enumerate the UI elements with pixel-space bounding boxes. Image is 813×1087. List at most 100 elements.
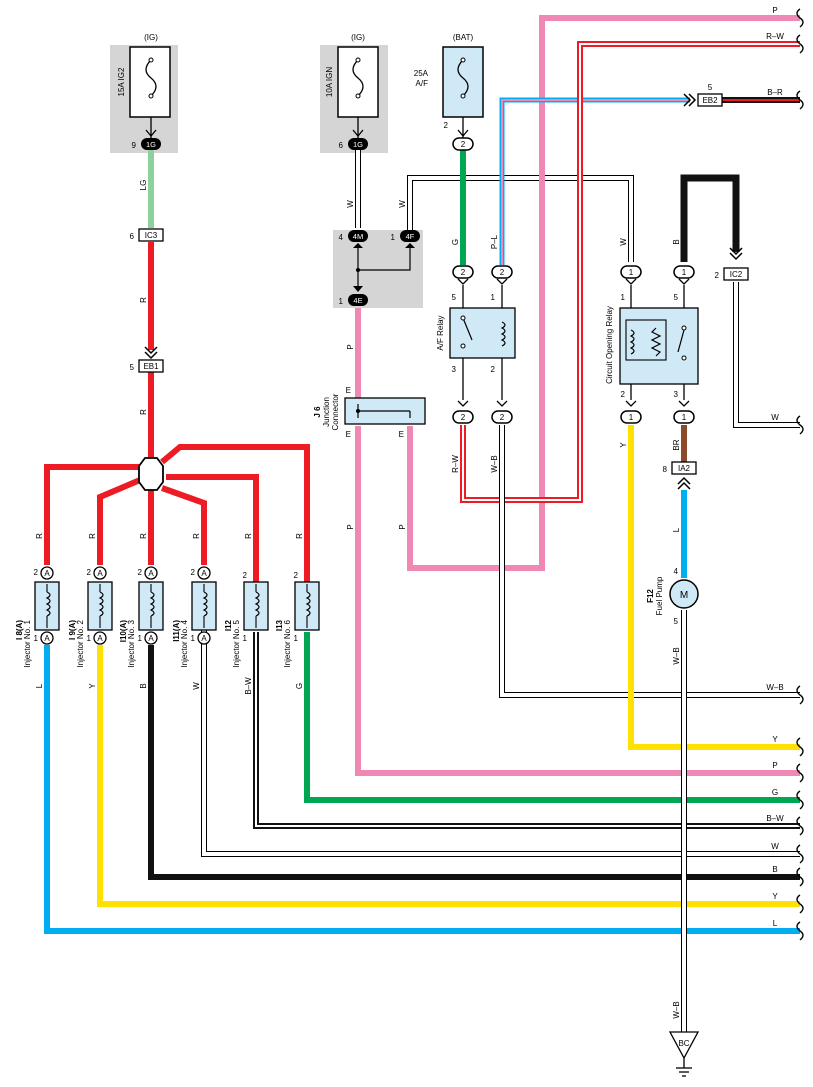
wire-w-4f-outline	[407, 175, 634, 262]
injector-5-pin-2: 2	[243, 571, 248, 580]
edge-terminator-1	[796, 8, 804, 28]
edge-terminator-6	[796, 737, 804, 757]
junction-block-bg	[333, 230, 423, 308]
junction-connector-j6: E E E J 6 Junction Connector	[313, 386, 426, 439]
wire-labels: LG R R R R R R R R W W G P–L W B P P P R…	[35, 6, 784, 1019]
pump-pin-5: 5	[674, 617, 679, 626]
lbl-w-4f: W	[398, 200, 407, 208]
injector-3-plug-bottom-label: A	[148, 634, 154, 643]
j6-name-1: Junction	[322, 397, 331, 427]
edge-lbl-rw: R–W	[766, 32, 784, 41]
wire-y-cor	[628, 425, 800, 750]
wire-w-ic2-outline	[733, 282, 800, 428]
plug-1g-b: 1G 6	[339, 129, 368, 150]
fuel-pump-f12: 4 M 5 F12 Fuel Pump	[646, 567, 699, 626]
lbl-r-inj2: R	[88, 533, 97, 539]
pin-8-ia2: 8	[663, 465, 668, 474]
af-plug-top-right: 2	[500, 268, 505, 277]
wire-r-inj4	[160, 485, 207, 565]
af-relay: 2 2 5 1 3 2 2 2 A/F Relay	[436, 265, 516, 424]
injector-1-plug-bottom-label: A	[44, 634, 50, 643]
jb-link-2	[358, 246, 411, 271]
injector-3-plug-bottom	[144, 631, 158, 645]
cor-label: Circuit Opening Relay	[605, 306, 614, 384]
plug-4m-label: 4M	[353, 232, 363, 241]
lbl-g-af: G	[451, 239, 460, 245]
lbl-g-inj6: G	[295, 683, 304, 689]
injector-4-plug-bottom-label: A	[201, 634, 207, 643]
plug-4e: 4E 1	[339, 286, 368, 306]
ic3-label: IC3	[145, 231, 158, 240]
cor-plug-bottom-right: 1	[682, 413, 687, 422]
edge-lbl-y-1: Y	[772, 735, 778, 744]
edge-lbl-p-top: P	[772, 6, 777, 15]
power-ig-2: (IG)	[351, 33, 365, 42]
wire-r-inj6	[160, 444, 310, 582]
lbl-r-inj3: R	[139, 533, 148, 539]
lbl-wb-af: W–B	[490, 455, 499, 472]
wire-pl-outline	[499, 97, 690, 265]
eb2-label: EB2	[702, 96, 718, 105]
lbl-p-j6-left: P	[346, 524, 355, 529]
lbl-b-inj3: B	[139, 683, 148, 688]
injector-4-plug-bottom	[197, 631, 211, 645]
af-plug-top-left: 2	[461, 268, 466, 277]
injector-2-plug-bottom	[93, 631, 107, 645]
wire-w-fill	[202, 630, 800, 856]
af-plug-bottom-left: 2	[461, 413, 466, 422]
edge-terminator-13	[796, 921, 804, 941]
edge-lbl-b: B	[772, 865, 777, 874]
plug-4f: 4F 1	[391, 230, 420, 248]
lbl-w-ign: W	[346, 200, 355, 208]
pump-name: Fuel Pump	[655, 576, 664, 615]
pin-1-4f: 1	[391, 233, 396, 242]
fuse-af: 25A A/F	[414, 46, 484, 140]
edge-lbl-y-2: Y	[772, 892, 778, 901]
pin-4: 4	[339, 233, 344, 242]
lbl-lg: LG	[139, 180, 148, 191]
edge-terminator-11	[796, 867, 804, 887]
edge-lbl-l: L	[773, 919, 778, 928]
jb-node	[356, 268, 360, 272]
j6-pin-e-bl: E	[346, 430, 351, 439]
lbl-p-4e: P	[346, 344, 355, 349]
wire-bw-stripe	[255, 632, 800, 827]
injector-3-pin-1: 1	[138, 634, 143, 643]
cor-pin-5: 5	[674, 293, 679, 302]
power-ig-1: (IG)	[144, 33, 158, 42]
lbl-r-inj4: R	[192, 533, 201, 539]
wire-w-4f-fill	[408, 176, 633, 262]
eb1-label: EB1	[143, 362, 159, 371]
edge-lbl-w-1: W	[771, 413, 779, 422]
edge-terminator-8	[796, 790, 804, 810]
edge-lbl-w-2: W	[771, 842, 779, 851]
wire-p-top	[407, 15, 800, 571]
injector-2-name: Injector No. 2	[76, 619, 85, 667]
plug-1g-a-label: 1G	[146, 140, 156, 149]
connector-eb1: EB1 5	[130, 346, 164, 373]
edge-terminator-5	[796, 685, 804, 705]
injector-5-id: I12	[224, 619, 233, 631]
plug-bat-2: 2 2	[444, 121, 474, 151]
injector-1-id: I 8(A)	[15, 620, 24, 640]
j6-pin-e-br: E	[399, 430, 404, 439]
connector-ic3: IC3 6	[130, 228, 164, 242]
splice-junction	[138, 457, 164, 491]
wire-rw-stripe	[462, 43, 800, 501]
injector-1-plug-bottom	[40, 631, 54, 645]
injector-2-pin-1: 1	[87, 634, 92, 643]
injector-1-plug-top	[40, 566, 54, 580]
lbl-br-cor: BR	[672, 439, 681, 450]
fuse-ign: 10A IGN	[325, 46, 379, 140]
plug-bat-2-label: 2	[461, 140, 466, 149]
injector-5-pin-1: 1	[243, 634, 248, 643]
injector-1-pin-2: 2	[34, 568, 39, 577]
motor-symbol: M	[680, 590, 688, 601]
cor-plug-bottom-left: 1	[629, 413, 634, 422]
pump-pin-4: 4	[674, 567, 679, 576]
injector-2-id: I 9(A)	[68, 620, 77, 640]
